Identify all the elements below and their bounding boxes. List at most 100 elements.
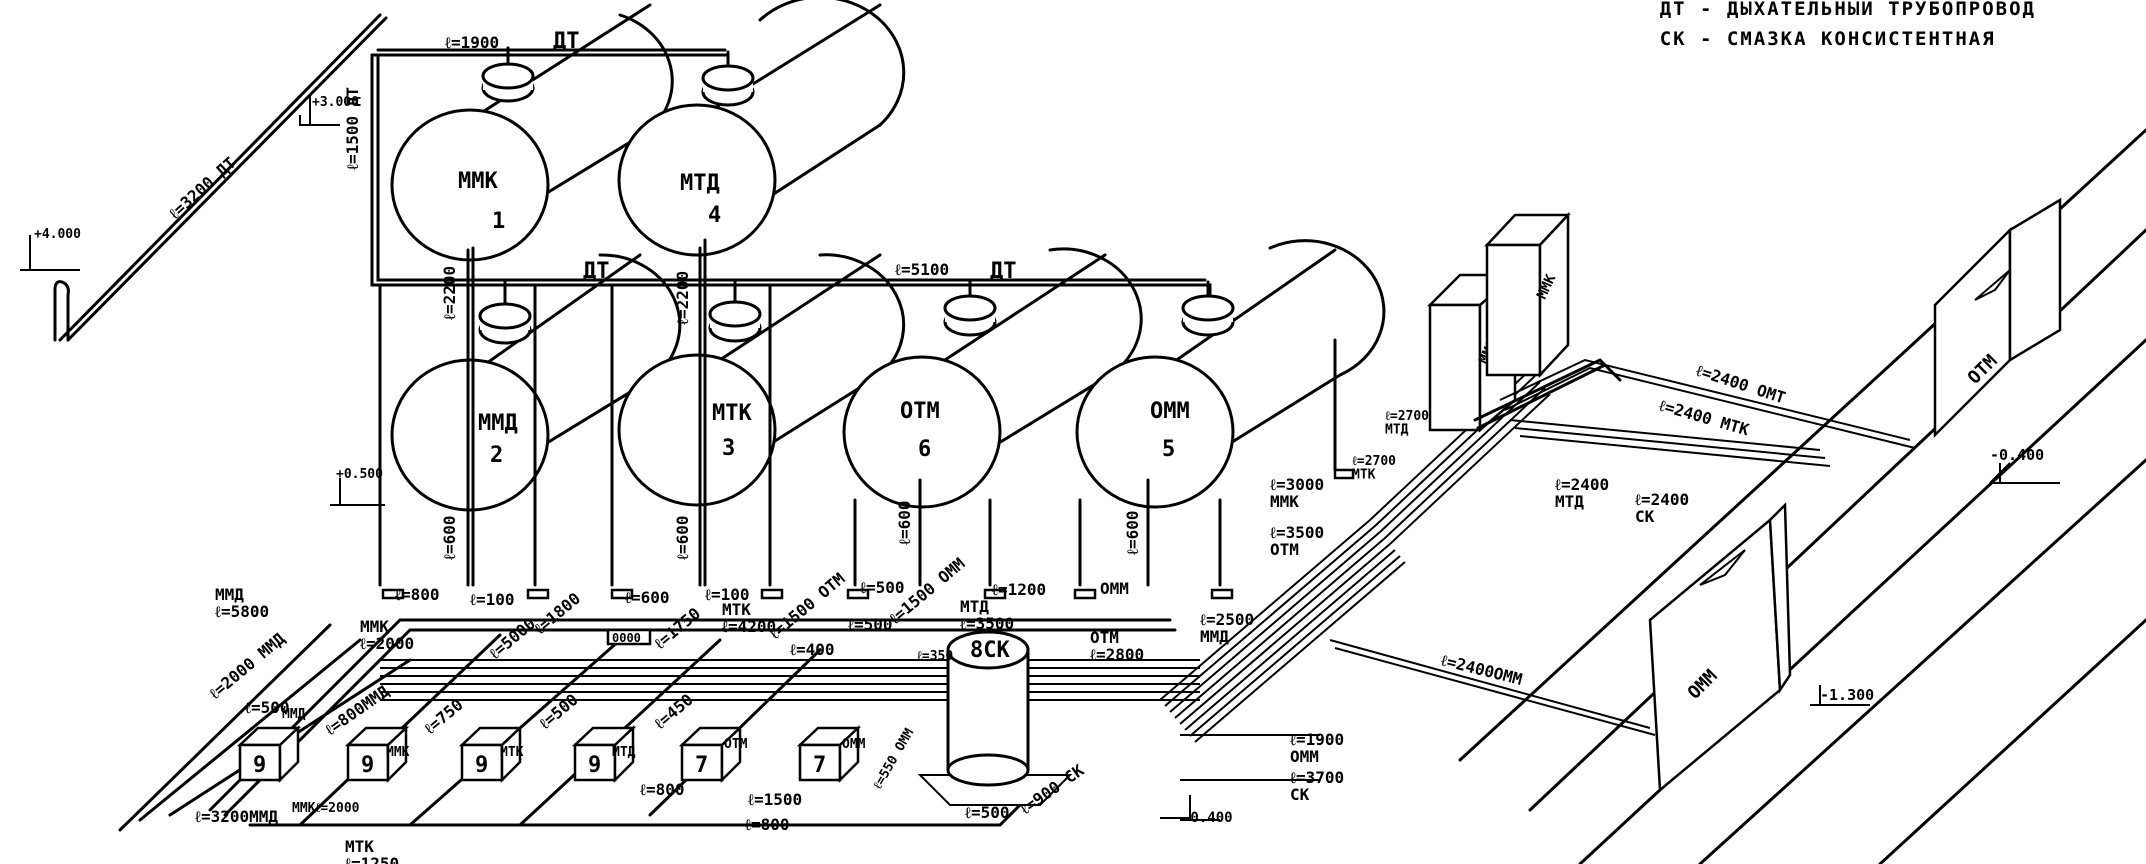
- tank-6-num: 6: [918, 437, 931, 462]
- breather-dt-top: ДТ: [553, 29, 580, 54]
- pump-3: 9 МТК: [458, 725, 524, 784]
- pump-5-tag: ОТМ: [724, 737, 748, 752]
- tank-6: ОТМ 6: [842, 247, 1143, 509]
- pipe-l500a: ℓ=500: [860, 578, 905, 597]
- pipe-l600a: ℓ=600: [440, 515, 459, 560]
- sk-tank: 8СК: [917, 630, 1073, 806]
- box-otm: ОТМ: [1933, 197, 2062, 439]
- tank-1-num: 1: [492, 209, 505, 234]
- pipe-l600c: ℓ=600: [895, 500, 914, 545]
- lbl-l2400omm: ℓ=2400ОММ: [1439, 650, 1524, 689]
- pump-2: 9 ММК: [344, 725, 410, 784]
- pump-6-label: 7: [813, 753, 826, 778]
- lbl-l500d: ℓ=500: [535, 690, 581, 733]
- pump-area: 9 ММД 9 ММК 9 МТК 9 МТД 7 ОТМ 7 ОММ: [118, 369, 1551, 832]
- lbl-mmd2000: ℓ=2000 ММД: [205, 629, 289, 703]
- pipe-l2200b: ℓ=2200: [673, 271, 692, 325]
- breather-dt-mid-a: ДТ: [583, 259, 610, 284]
- tank-3-code: МТК: [712, 401, 752, 426]
- lbl-l800c: ℓ=800: [745, 815, 790, 834]
- breather-len-1900: ℓ=1900: [445, 33, 499, 52]
- pump-1-tag: ММД: [282, 707, 306, 722]
- pump-4-tag: МТД: [612, 745, 636, 760]
- pump-5-label: 7: [695, 753, 708, 778]
- tank-group-lower: ММД 2 МТК 3 ОТМ 6: [390, 239, 1386, 512]
- lbl-l2400mtk: ℓ=2400 МТК: [1657, 396, 1752, 440]
- pipe-l2200a: ℓ=2200: [440, 266, 459, 320]
- tank-3: МТК 3: [617, 253, 906, 507]
- lbl-l750: ℓ=750: [420, 695, 466, 738]
- lbl-l550omm: ℓ=550 ОММ: [870, 726, 917, 793]
- lbl-l800b: ℓ=800: [640, 780, 685, 799]
- elev-minus1300: -1.300: [1820, 686, 1874, 704]
- lbl-l400: ℓ=400: [790, 640, 835, 659]
- pipe-l600b: ℓ=600: [673, 515, 692, 560]
- tank-4-code: МТД: [680, 171, 720, 196]
- tank-4: МТД 4: [617, 0, 906, 257]
- pump-6: 7 ОММ: [796, 725, 866, 784]
- lbl-mmk2000b: ММКℓ=2000: [292, 801, 360, 816]
- pump-1-label: 9: [253, 753, 266, 778]
- pipe-d0000: 0000: [612, 631, 641, 645]
- lbl-l3200mmd: ℓ=3200ММД: [195, 807, 278, 826]
- lbl-l350: ℓ=350: [916, 649, 953, 664]
- pump-1: 9 ММД: [236, 707, 306, 784]
- tank-2-num: 2: [490, 443, 503, 468]
- breather-len-5100: ℓ=5100: [895, 260, 949, 279]
- tank-6-code: ОТМ: [900, 399, 940, 424]
- box-omm: ОММ: [1648, 502, 1792, 793]
- tank-outlets: ℓ=2200 ℓ=2200 ℓ=600 ℓ=600 ℓ=600 ℓ=600 ℓ=…: [378, 238, 1355, 609]
- tank-3-num: 3: [722, 436, 735, 461]
- lbl-l1500: ℓ=1500: [748, 790, 802, 809]
- elev-plus3000: +3.000: [312, 95, 359, 110]
- right-area: ММД ММК ℓ=2400 ОМТ ℓ=2400 МТК ℓ=2400МТД …: [1329, 128, 2146, 864]
- pipe-l600d: ℓ=600: [1123, 510, 1142, 555]
- elev-plus4000: +4.000: [34, 227, 81, 242]
- tank-4-num: 4: [708, 203, 721, 228]
- lbl-l2400omt: ℓ=2400 ОМТ: [1694, 361, 1788, 408]
- pipe-l100b: ℓ=100: [705, 585, 750, 604]
- lbl-l1750: ℓ=1750: [650, 604, 704, 653]
- breather-pipes: ℓ=1900 ДТ ДТ ℓ=5100 ДТ ℓ=1500 ДТ ℓ=3200 …: [20, 13, 1212, 506]
- pipe-omm: ОММ: [1100, 579, 1129, 598]
- pipe-l800: ℓ=800: [395, 585, 440, 604]
- lbl-l1500otm: ℓ=1500 ОТМ: [765, 569, 848, 643]
- breather-len-1500: ℓ=1500 ДТ: [343, 87, 362, 170]
- breather-dt-mid-b: ДТ: [990, 259, 1017, 284]
- tank-5-num: 5: [1162, 437, 1175, 462]
- pump-3-label: 9: [475, 753, 488, 778]
- elev-plus0500: +0.500: [336, 467, 383, 482]
- legend-line-sk: СК - СМАЗКА КОНСИСТЕНТНАЯ: [1659, 28, 1996, 50]
- pump-5: 7 ОТМ: [678, 725, 748, 784]
- pump-4: 9 МТД: [571, 725, 637, 784]
- tank-5-code: ОММ: [1150, 399, 1190, 424]
- legend: ДТ - ДЫХАТЕЛЬНЫЙ ТРУБОПРОВОД СК - СМАЗКА…: [1660, 0, 2036, 54]
- pump-2-tag: ММК: [386, 745, 410, 760]
- legend-line-dt: ДТ - ДЫХАТЕЛЬНЫЙ ТРУБОПРОВОД: [1659, 0, 2036, 20]
- pump-4-label: 9: [588, 753, 601, 778]
- lbl-l500b: ℓ=500: [848, 615, 893, 634]
- pump-2-label: 9: [361, 753, 374, 778]
- lbl-l500c: ℓ=500: [245, 698, 290, 717]
- lbl-l500e: ℓ=500: [965, 803, 1010, 822]
- elev-minus0400a: -0.400: [1182, 810, 1233, 826]
- pipe-l1200: ℓ=1200: [992, 580, 1046, 599]
- tank-1: ММК 1: [390, 3, 674, 262]
- tank-2-code: ММД: [478, 411, 518, 436]
- tank-group-upper: ММК 1 МТД 4: [390, 0, 906, 262]
- pump-6-tag: ОММ: [842, 737, 866, 752]
